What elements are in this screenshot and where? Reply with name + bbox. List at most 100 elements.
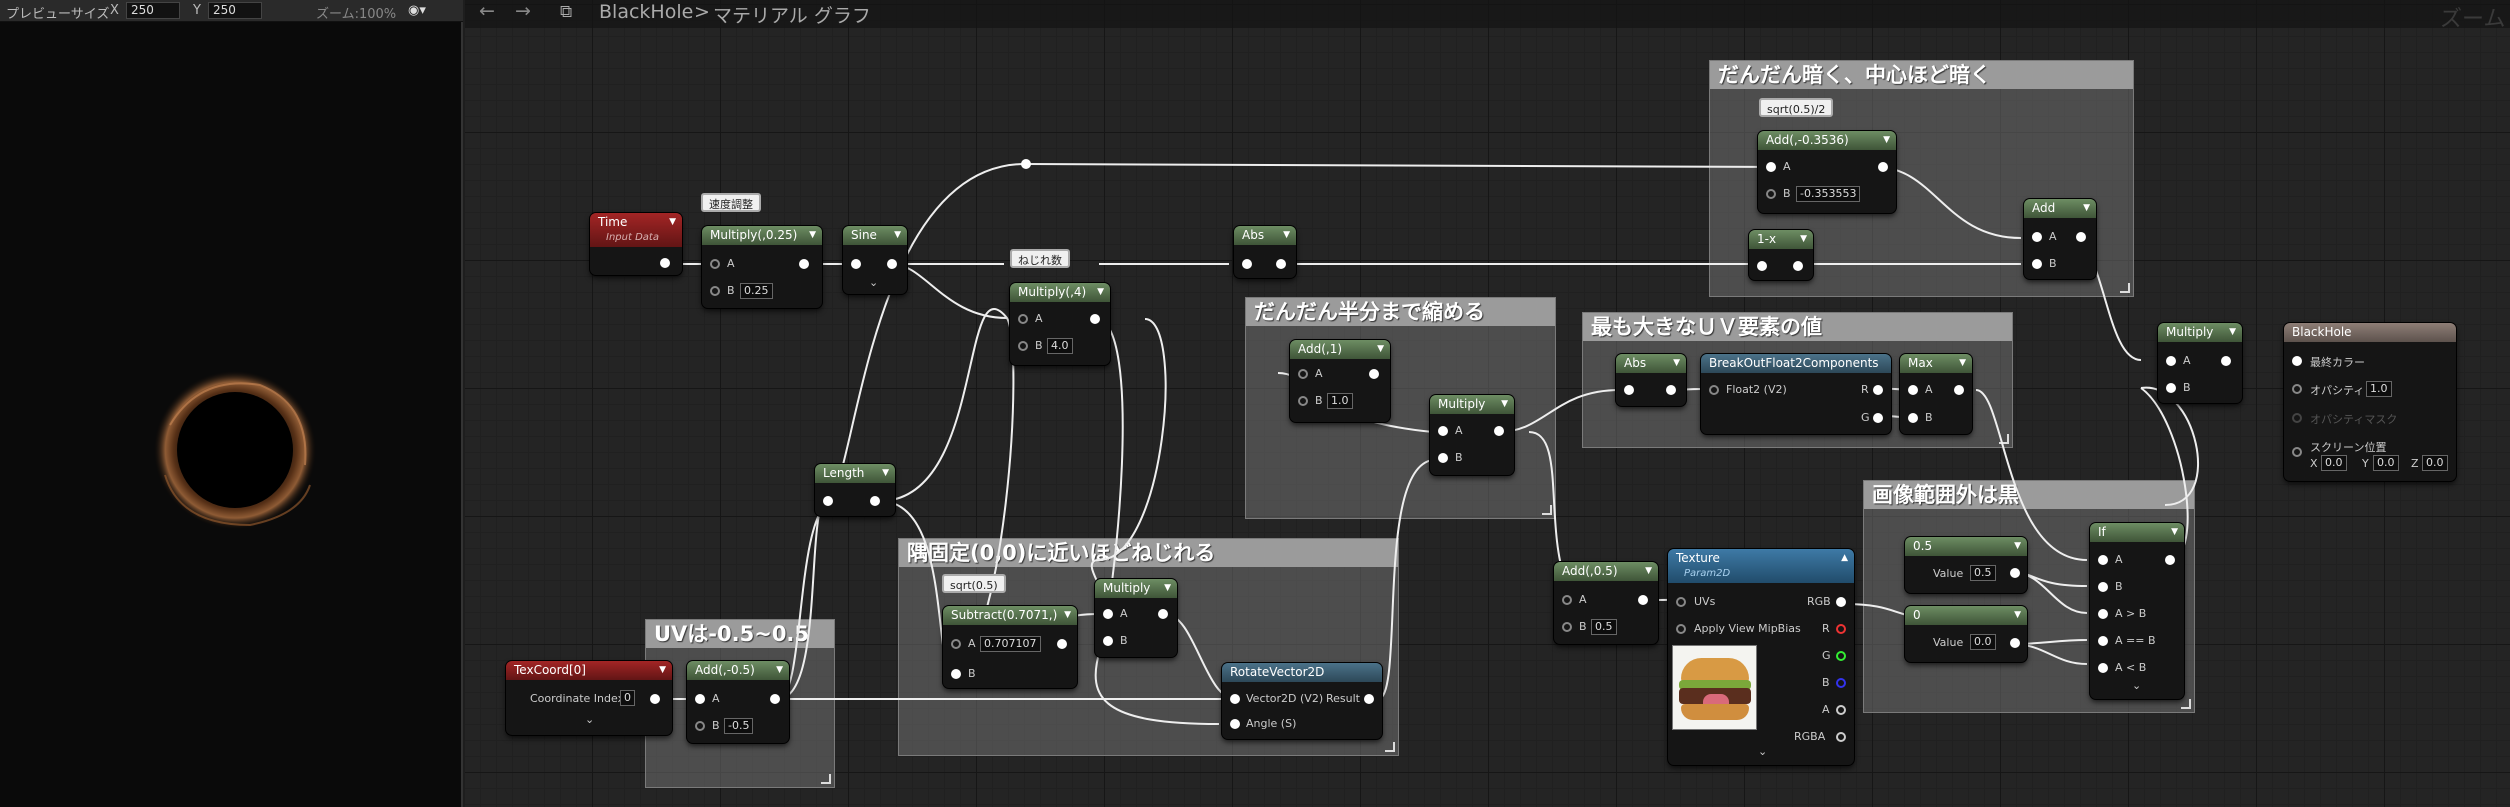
input-pin-a-lt-b[interactable]: [2098, 663, 2108, 673]
resize-grip[interactable]: [1999, 434, 2009, 444]
value-field[interactable]: 0.0: [1970, 634, 1996, 650]
node-abs[interactable]: Abs▼: [1234, 226, 1296, 278]
chevron-down-icon[interactable]: ▼: [669, 217, 676, 227]
output-pin[interactable]: [1954, 385, 1964, 395]
node-sine[interactable]: Sine▼ ⌄: [843, 226, 907, 294]
chevron-down-icon[interactable]: ▼: [1097, 287, 1104, 297]
comment-tag-twist-count[interactable]: ねじれ数: [1010, 249, 1070, 268]
z-value-field[interactable]: 0.0: [2422, 455, 2448, 471]
input-pin-b[interactable]: [2098, 582, 2108, 592]
output-pin[interactable]: [660, 258, 670, 268]
input-pin-float2[interactable]: [1709, 385, 1719, 395]
chevron-down-icon[interactable]: ▼: [1883, 135, 1890, 145]
chevron-down-icon[interactable]: ▼: [1283, 230, 1290, 240]
node-multiply-shrink[interactable]: Multiply▼ A B: [1430, 395, 1514, 475]
input-pin-b[interactable]: [2032, 259, 2042, 269]
input-pin-vector[interactable]: [1230, 694, 1240, 704]
input-pin[interactable]: [1242, 259, 1252, 269]
output-pin[interactable]: [2221, 356, 2231, 366]
node-texture-param[interactable]: Texture▲Param2D UVs Apply View MipBias R…: [1668, 549, 1854, 765]
resize-grip[interactable]: [2181, 699, 2191, 709]
output-pin[interactable]: [1276, 259, 1286, 269]
chevron-down-icon[interactable]: ▼: [2229, 327, 2236, 337]
b-value-field[interactable]: 0.5: [1591, 619, 1617, 635]
resize-grip[interactable]: [1385, 742, 1395, 752]
input-pin-a-eq-b[interactable]: [2098, 636, 2108, 646]
b-value-field[interactable]: 0.25: [740, 283, 773, 299]
input-pin-a[interactable]: [1438, 426, 1448, 436]
input-pin-b[interactable]: [1018, 341, 1028, 351]
node-multiply-final[interactable]: Multiply▼ A B: [2158, 323, 2242, 403]
chevron-down-icon[interactable]: ▼: [1800, 234, 1807, 244]
output-pin-rgb[interactable]: [1836, 597, 1846, 607]
input-pin-a[interactable]: [951, 639, 961, 649]
output-pin-a[interactable]: [1836, 705, 1846, 715]
output-pin[interactable]: [870, 496, 880, 506]
input-pin-b[interactable]: [1103, 636, 1113, 646]
comment-tag-sqrt[interactable]: sqrt(0.5): [942, 574, 1006, 593]
node-texcoord[interactable]: TexCoord[0]▼ Coordinate Index 0 ⌄: [506, 661, 672, 735]
node-breakout-float2[interactable]: BreakOutFloat2Components Float2 (V2) R G: [1701, 354, 1891, 434]
input-pin-a[interactable]: [2032, 232, 2042, 242]
node-one-minus[interactable]: 1-x▼: [1749, 230, 1813, 280]
input-pin-a[interactable]: [1103, 609, 1113, 619]
back-arrow-icon[interactable]: ←: [479, 0, 495, 22]
y-value-field[interactable]: 0.0: [2373, 455, 2399, 471]
chevron-down-icon[interactable]: ▼: [894, 230, 901, 240]
input-pin-b[interactable]: [1298, 396, 1308, 406]
chevron-down-icon[interactable]: ▼: [882, 468, 889, 478]
resize-grip[interactable]: [1542, 505, 1552, 515]
output-pin[interactable]: [1793, 261, 1803, 271]
output-pin[interactable]: [887, 259, 897, 269]
chevron-down-icon[interactable]: ▼: [1959, 358, 1966, 368]
node-multiply-025[interactable]: Multiply(,0.25)▼ A B 0.25: [702, 226, 822, 308]
input-pin-screen-position[interactable]: [2292, 447, 2302, 457]
output-pin[interactable]: [1090, 314, 1100, 324]
b-value-field[interactable]: 1.0: [1327, 393, 1353, 409]
chevron-down-icon[interactable]: ▼: [1673, 358, 1680, 368]
input-pin-b[interactable]: [1908, 413, 1918, 423]
chevron-down-icon[interactable]: ▼: [1645, 566, 1652, 576]
chevron-down-icon[interactable]: ▼: [2014, 610, 2021, 620]
node-add-neg03536[interactable]: Add(,-0.3536)▼ A B -0.353553: [1758, 131, 1896, 213]
output-pin-rgba[interactable]: [1836, 732, 1846, 742]
chevron-down-icon[interactable]: ▼: [659, 665, 666, 675]
eye-icon[interactable]: ◉▾: [408, 3, 426, 18]
coordinate-index-field[interactable]: 0: [620, 690, 635, 706]
node-subtract[interactable]: Subtract(0.7071,)▼ A 0.707107 B: [943, 606, 1077, 688]
chevron-down-icon[interactable]: ⌄: [1758, 745, 1768, 758]
node-add-neg05[interactable]: Add(,-0.5)▼ A B -0.5: [687, 661, 789, 743]
chevron-down-icon[interactable]: ▼: [1377, 344, 1384, 354]
a-value-field[interactable]: 0.707107: [980, 636, 1041, 652]
input-pin-a-gt-b[interactable]: [2098, 609, 2108, 619]
output-pin[interactable]: [2165, 555, 2175, 565]
node-multiply-twist[interactable]: Multiply▼ A B: [1095, 579, 1177, 657]
input-pin-opacity[interactable]: [2292, 384, 2302, 394]
output-pin-g[interactable]: [1836, 651, 1846, 661]
input-pin-uvs[interactable]: [1676, 597, 1686, 607]
input-pin-final-color[interactable]: [2292, 356, 2302, 366]
chevron-down-icon[interactable]: ⌄: [2132, 679, 2142, 692]
node-time[interactable]: Time▼Input Data: [590, 213, 682, 275]
input-pin-a[interactable]: [1908, 385, 1918, 395]
chevron-down-icon[interactable]: ▼: [1064, 610, 1071, 620]
opacity-value-field[interactable]: 1.0: [2366, 381, 2392, 397]
b-value-field[interactable]: -0.5: [724, 718, 754, 734]
node-constant-0[interactable]: 0▼ Value 0.0: [1905, 606, 2027, 662]
resize-grip[interactable]: [2120, 283, 2130, 293]
input-pin-mipbias[interactable]: [1676, 624, 1686, 634]
input-pin-b[interactable]: [951, 669, 961, 679]
output-pin[interactable]: [2010, 638, 2020, 648]
input-pin-a[interactable]: [1766, 162, 1776, 172]
b-value-field[interactable]: 4.0: [1047, 338, 1073, 354]
texture-thumbnail-image[interactable]: [1672, 645, 1757, 730]
preview-y-input[interactable]: 250: [208, 2, 262, 19]
output-pin[interactable]: [1638, 595, 1648, 605]
preview-x-input[interactable]: 250: [126, 2, 180, 19]
b-value-field[interactable]: -0.353553: [1796, 186, 1861, 202]
chevron-down-icon[interactable]: ⌄: [869, 276, 879, 289]
node-abs-uv[interactable]: Abs▼: [1616, 354, 1686, 406]
input-pin-angle[interactable]: [1230, 719, 1240, 729]
input-pin-a[interactable]: [2098, 555, 2108, 565]
output-pin[interactable]: [1369, 369, 1379, 379]
